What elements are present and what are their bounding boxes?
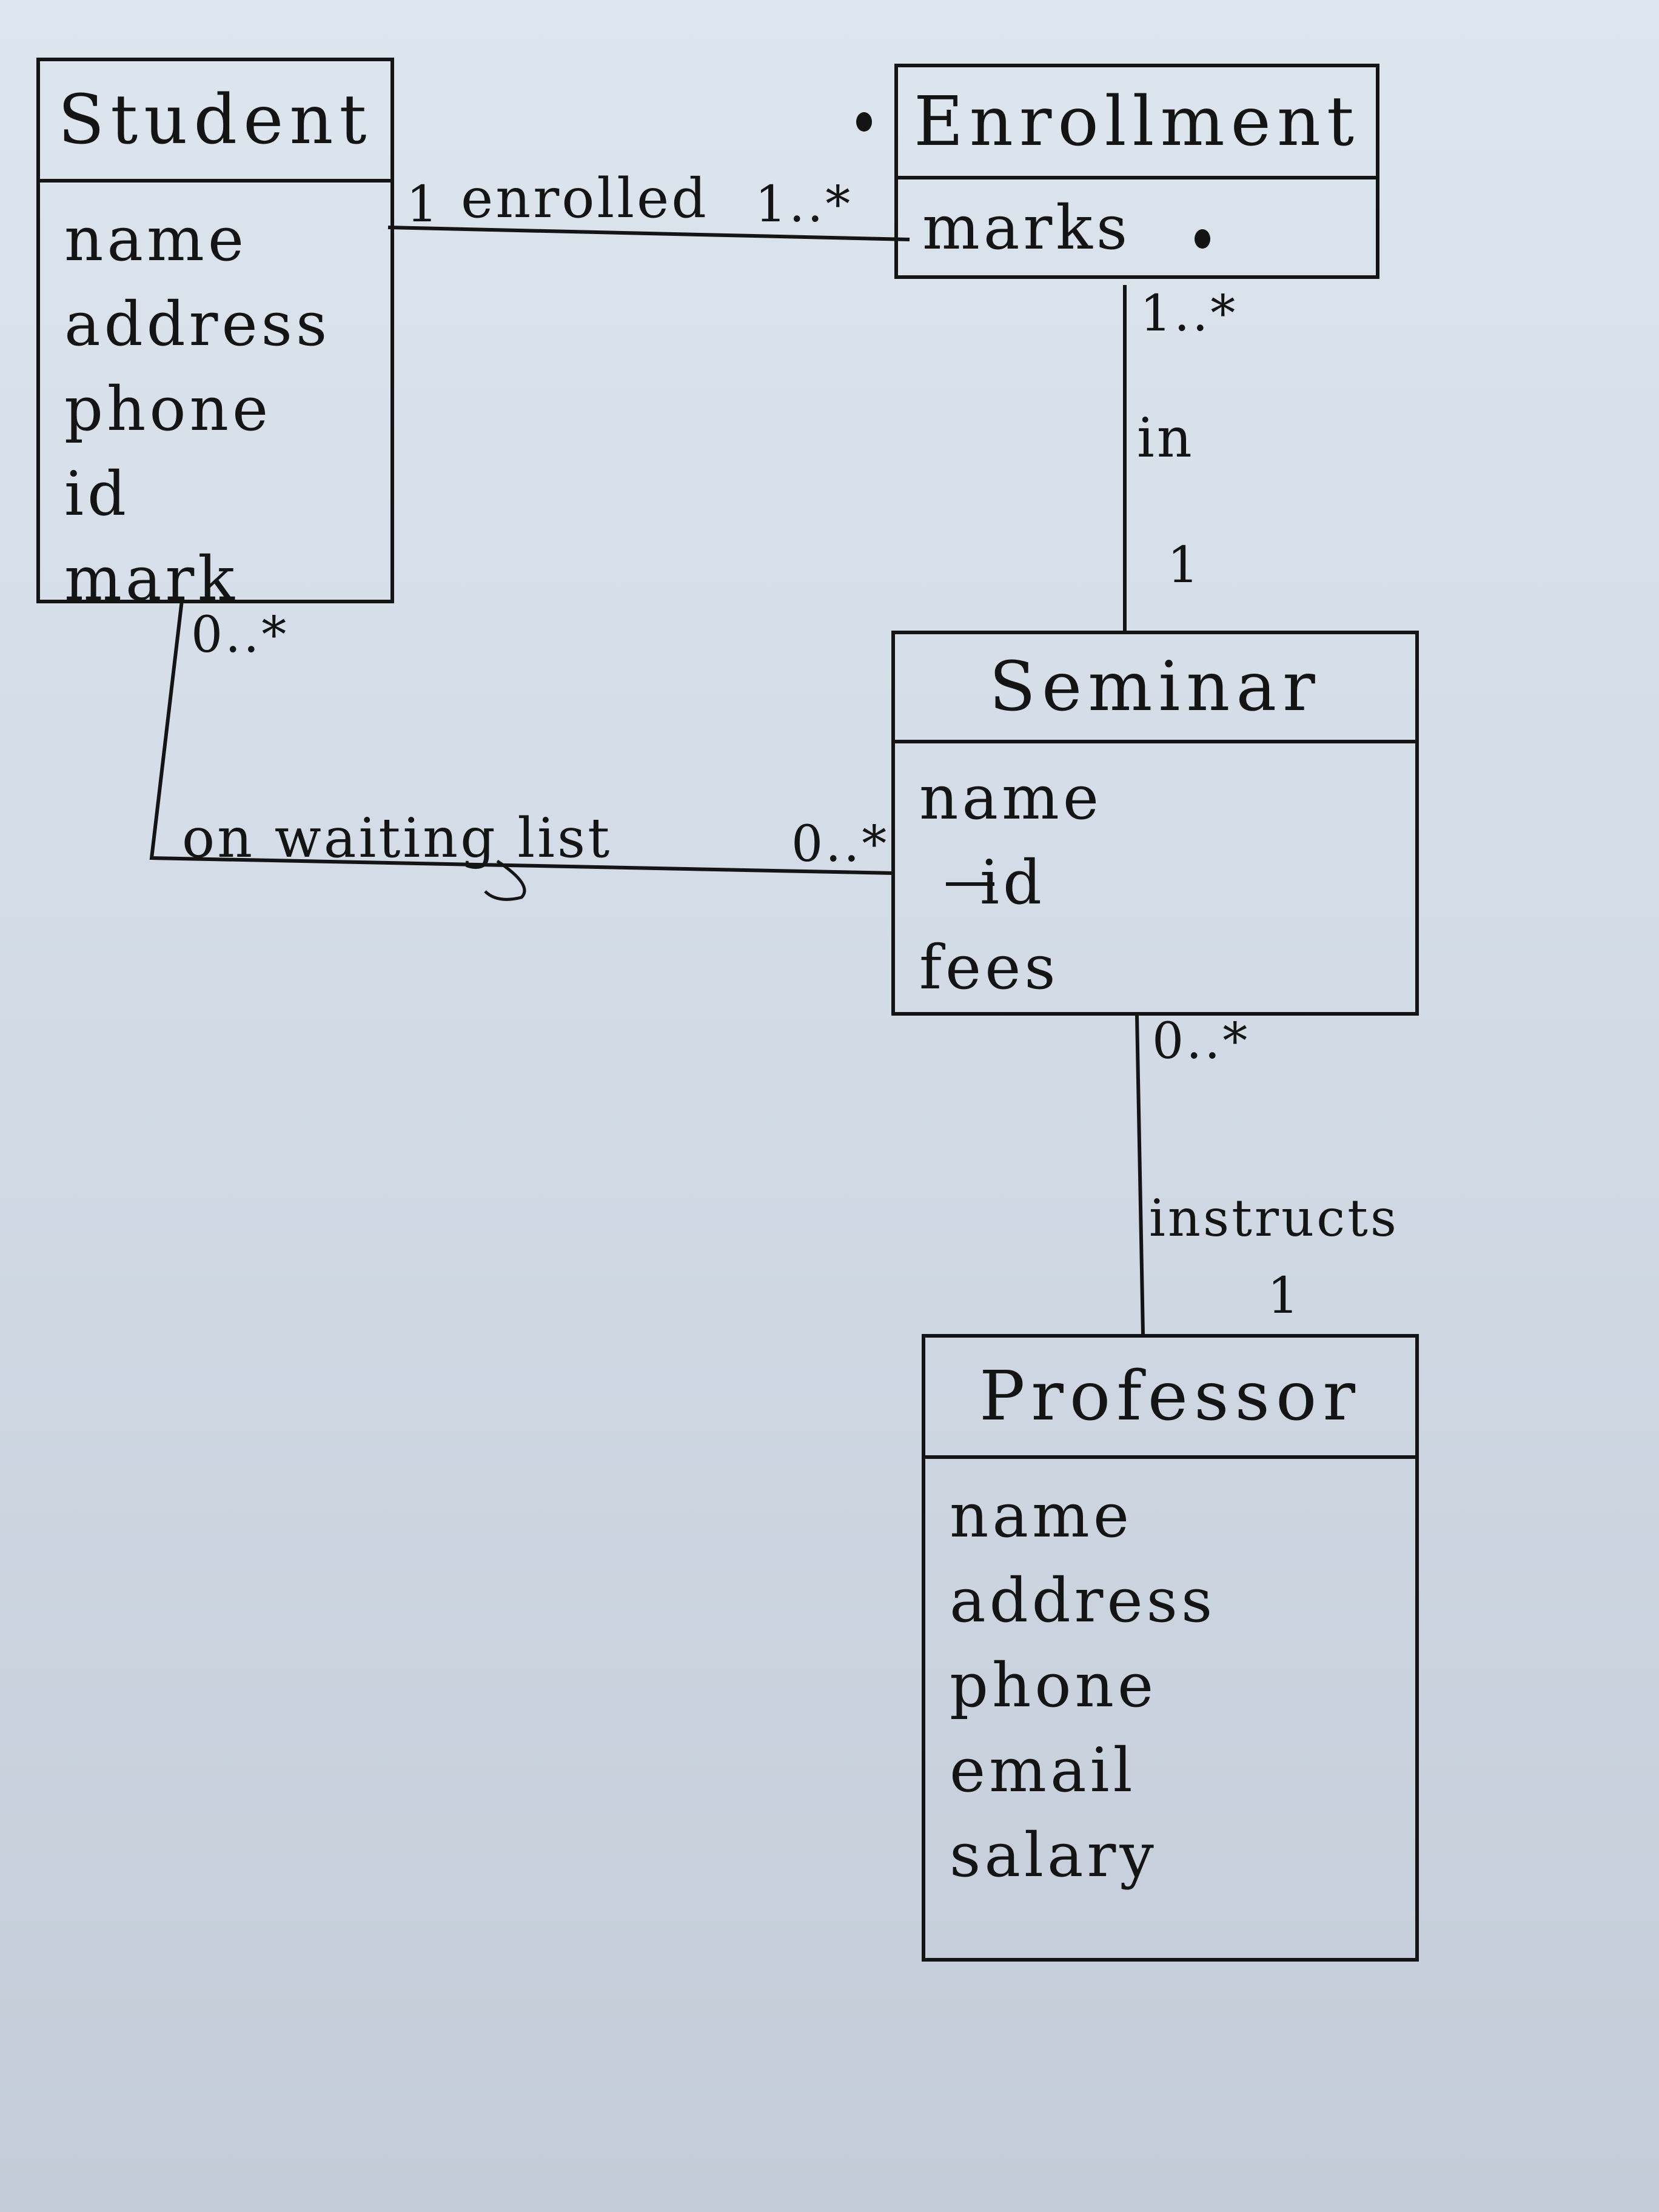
student-attr-id: id [64,458,130,529]
student-attr-name: name [64,204,248,275]
waiting-flourish [484,859,526,901]
ink-dot-enrollment-marks [1195,229,1210,249]
seminar-class[interactable]: Seminar name id fees [891,631,1419,1016]
instructs-mult-seminar: 0..* [1152,1013,1250,1070]
seminar-attr-fees: fees [919,932,1059,1003]
crossed-out-letter [946,882,994,886]
in-mult-enrollment: 1..* [1140,285,1238,343]
enrolled-mult-enrollment: 1..* [755,176,853,233]
professor-attr-name: name [950,1480,1133,1551]
student-attr-address: address [64,289,331,360]
waiting-mult-seminar: 0..* [791,816,890,873]
instructs-association-line [1135,1015,1145,1335]
enrollment-class-title: Enrollment [898,67,1376,179]
enrollment-attributes: marks [898,179,1376,270]
waiting-mult-student: 0..* [191,606,289,664]
enrolled-label: enrolled [461,167,709,230]
professor-attr-email: email [950,1735,1136,1806]
professor-class-title: Professor [925,1338,1415,1459]
professor-attr-address: address [950,1565,1216,1636]
seminar-attributes: name id fees [895,743,1415,1010]
enrolled-association-line [387,226,910,241]
ink-dot-enrollment-title [856,112,872,132]
enrolled-mult-student: 1 [406,176,441,233]
enrollment-class[interactable]: Enrollment marks [894,64,1379,279]
student-attr-mark: mark [64,543,238,614]
in-mult-seminar: 1 [1167,537,1202,594]
student-attr-phone: phone [64,374,272,444]
enrollment-attr-marks: marks [922,192,1131,263]
student-attributes: name address phone id mark [40,183,390,622]
professor-attributes: name address phone email salary [925,1459,1415,1898]
professor-attr-salary: salary [950,1820,1158,1891]
seminar-class-title: Seminar [895,634,1415,743]
student-class-title: Student [40,61,390,183]
student-class[interactable]: Student name address phone id mark [36,58,394,614]
in-label: in [1137,406,1195,470]
waiting-label: on waiting list [182,806,612,870]
professor-attr-phone: phone [950,1650,1158,1721]
instructs-label: instructs [1149,1188,1399,1248]
professor-class[interactable]: Professor name address phone email salar… [922,1334,1419,1962]
waiting-list-association-line [149,600,895,875]
seminar-attr-name: name [919,762,1103,833]
instructs-mult-professor: 1 [1267,1267,1302,1325]
